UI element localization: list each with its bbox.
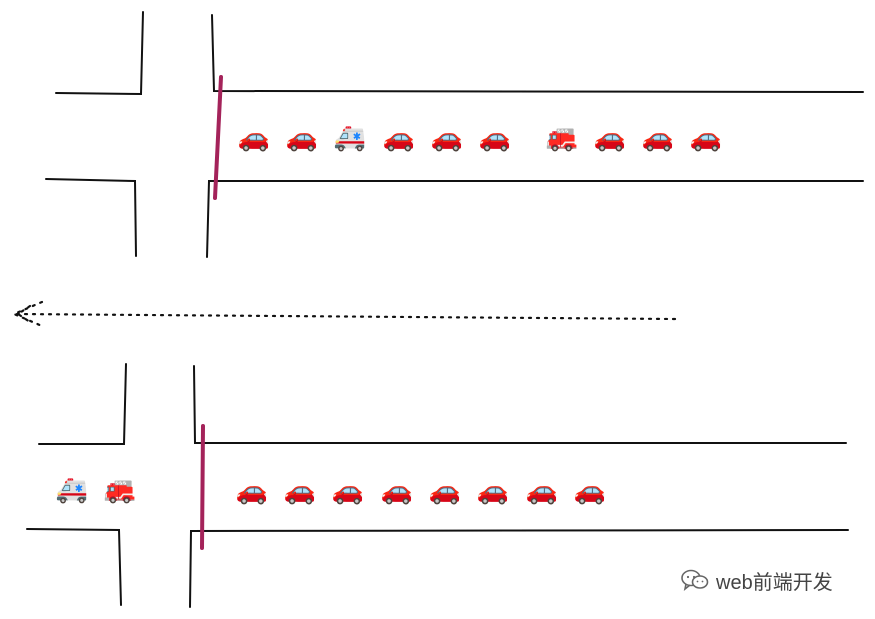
top-ambulance-icon: 🚑 <box>334 123 366 153</box>
arrow-head-inner <box>16 304 32 324</box>
top-red-car-icon: 🚗 <box>383 123 415 153</box>
arrow-head <box>11 300 44 328</box>
top-fire-truck-icon: 🚒 <box>546 123 578 153</box>
top-red-car-icon: 🚗 <box>594 123 626 153</box>
top-corner-lower-right <box>206 180 864 258</box>
bottom-corner-upper-right <box>193 365 847 444</box>
top-red-car-icon: 🚗 <box>479 123 511 153</box>
bottom-red-car-icon: 🚗 <box>477 476 509 506</box>
bottom-red-car-icon: 🚗 <box>381 476 413 506</box>
top-stop-line <box>213 75 223 200</box>
bottom-intersection: 🚑🚒 🚗🚗🚗🚗🚗🚗🚗🚗 <box>26 363 849 608</box>
bottom-red-car-icon: 🚗 <box>332 476 364 506</box>
top-corner-upper-right <box>211 14 864 93</box>
bottom-red-car-icon: 🚗 <box>526 476 558 506</box>
top-corner-upper-left <box>55 11 144 96</box>
bottom-red-car-icon: 🚗 <box>284 476 316 506</box>
bottom-corner-lower-right <box>189 529 849 608</box>
wechat-icon <box>681 569 709 591</box>
bottom-corner-lower-left <box>26 528 122 606</box>
bottom-red-car-icon: 🚗 <box>574 476 606 506</box>
bottom-stop-line <box>200 424 205 550</box>
bottom-corner-upper-left <box>38 363 127 445</box>
bottom-vehicle-row: 🚗 🚗 🚗 🚗 🚗 🚗 🚗 🚗 <box>236 476 606 506</box>
bottom-passed-ambulance-icon: 🚑 <box>56 475 88 505</box>
top-red-car-icon: 🚗 <box>238 123 270 153</box>
top-corner-lower-left <box>45 178 137 257</box>
bottom-red-car-icon: 🚗 <box>429 476 461 506</box>
top-vehicle-row: 🚗 🚗 🚑 🚗 🚗 🚗 🚒 🚗 🚗 🚗 <box>238 123 722 153</box>
bottom-red-car-icon: 🚗 <box>236 476 268 506</box>
watermark-text: web前端开发 <box>716 571 833 594</box>
top-red-car-icon: 🚗 <box>642 123 674 153</box>
top-intersection: 🚗 🚗 🚑 🚗 🚗 🚗 🚒 🚗 🚗 🚗 <box>45 11 864 258</box>
top-red-car-icon: 🚗 <box>431 123 463 153</box>
top-red-car-icon: 🚗 <box>286 123 318 153</box>
direction-arrow <box>11 300 677 328</box>
bottom-passed-vehicles: 🚑🚒 <box>56 475 136 505</box>
arrow-shaft <box>12 312 677 321</box>
bottom-passed-fire-truck-icon: 🚒 <box>104 475 136 505</box>
watermark: web前端开发 <box>680 566 833 594</box>
top-red-car-icon: 🚗 <box>690 123 722 153</box>
